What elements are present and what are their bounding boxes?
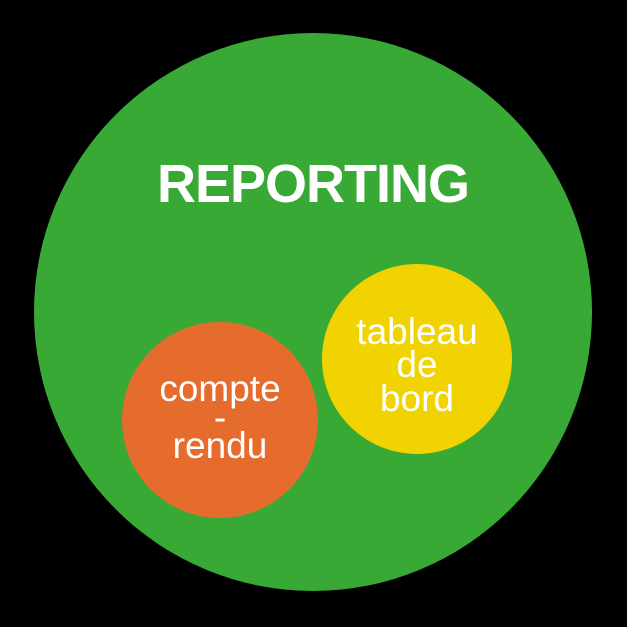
compte-rendu-label: compte - rendu [159,367,281,467]
tableau-de-bord-line-2: de [396,344,438,386]
compte-rendu-circle: compte - rendu [122,322,318,518]
tableau-de-bord-circle: tableau de bord [322,264,512,454]
compte-rendu-line-2: rendu [172,425,268,467]
reporting-circle-label: REPORTING [156,154,470,214]
tableau-de-bord-line-1: tableau [356,311,478,353]
compte-rendu-dash: - [213,396,227,438]
tableau-de-bord-line-3: bord [379,377,455,419]
compte-rendu-line-1: compte [159,367,281,409]
tableau-de-bord-label: tableau de bord [356,311,478,419]
reporting-circle: REPORTING compte - rendu tableau de bord [34,33,592,591]
